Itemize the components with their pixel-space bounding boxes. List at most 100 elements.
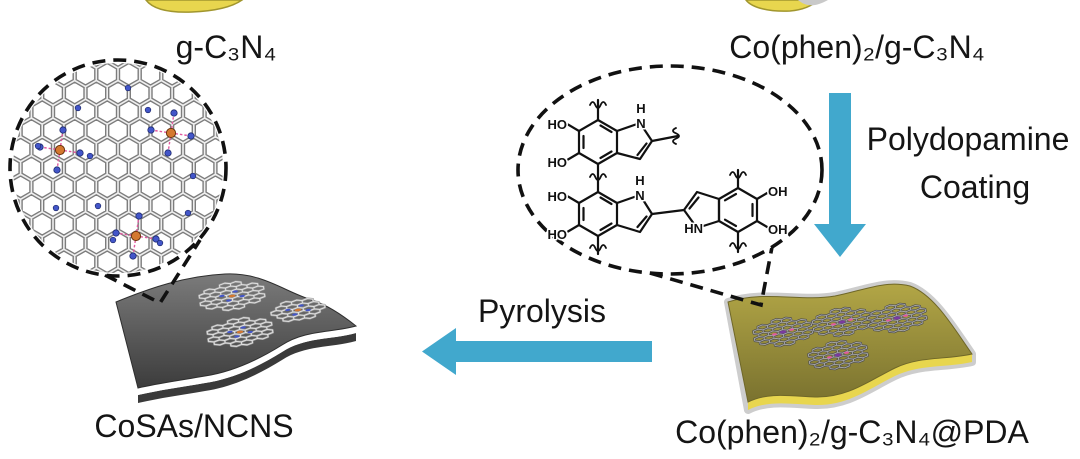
nitrogen-atom [59, 126, 67, 134]
nitrogen-atom [903, 314, 908, 317]
cobalt-complex-center [838, 320, 846, 324]
co-phen-g-c3n4-pda-label: Co(phen)₂/g-C₃N₄@PDA [675, 414, 1029, 450]
cobalt-atom [228, 294, 236, 298]
flake-rods-highlight [752, 314, 814, 349]
nitrogen-atom [129, 252, 137, 260]
nitrogen-atom [184, 209, 192, 217]
nitrogen-atom [135, 212, 143, 220]
nitrogen-atom [109, 236, 117, 244]
nitrogen-atom [219, 294, 225, 298]
nitrogen-atom [74, 104, 82, 112]
cobalt-atom [54, 144, 66, 156]
flake-rods-highlight [807, 337, 869, 372]
amine-n-label: N [635, 188, 644, 203]
sheet-fragment-edge [798, 0, 828, 6]
coating-label: Coating [920, 169, 1030, 205]
sheet-middle-layer [138, 326, 356, 395]
polydopamine-structure: HO HO H N HO HO H N HN OH OH [546, 98, 789, 256]
co-phen-complex [866, 300, 928, 335]
nitrogen-atom [305, 308, 311, 312]
honeycomb-lattice [13, 63, 223, 273]
nitrogen-atom [886, 319, 891, 322]
nitrogen-atom [831, 323, 836, 326]
amine-h-label: H [635, 173, 644, 188]
flake-rods-highlight [811, 304, 873, 339]
co-n-coordination-bond [56, 149, 61, 171]
cosas-ncns-label: CoSAs/NCNS [94, 408, 293, 444]
co-n-coordination-bond [39, 146, 61, 151]
hydroxyl-label: HO [548, 189, 568, 204]
co-n-coordination-bond [59, 129, 64, 151]
nitrogen-atom [147, 126, 155, 134]
nitrogen-atom [247, 330, 253, 334]
nitrogen-atom [292, 313, 298, 316]
nitrogen-atom [94, 202, 102, 210]
cobalt-complex-center [834, 353, 842, 357]
hydroxyl-label: HO [548, 117, 568, 132]
hydroxyl-bonds [566, 195, 581, 233]
nitrogen-atom [232, 290, 238, 293]
co-phen-g-c3n4-label: Co(phen)₂/g-C₃N₄ [729, 29, 984, 65]
nitrogen-atom [52, 204, 60, 212]
lattice-rods-highlight [13, 63, 223, 273]
nitrogen-atom [156, 239, 164, 247]
nitrogen-atom [86, 152, 94, 160]
pyrolysis-arrow-left [422, 328, 652, 375]
nitrogen-atom [844, 351, 849, 354]
nitrogen-atom [285, 308, 291, 312]
cobalt-atom [130, 230, 142, 242]
indole-unit-lower: HO HO H N [546, 172, 686, 256]
co-n-coordination-bond [115, 232, 137, 237]
pda-callout-ellipse [516, 64, 824, 276]
nitrogen-atom [53, 166, 61, 174]
nitrogen-atom [164, 149, 172, 157]
hydroxyl-label: OH [768, 184, 788, 199]
co-n-coordination-bond [170, 112, 175, 134]
cobalt-atom [165, 127, 177, 139]
g-c3n4-sheet-fragment [145, 0, 244, 13]
co-phen-complex [752, 314, 814, 349]
graphene-flake [206, 314, 274, 350]
amine-h-label: H [636, 101, 645, 116]
cobalt-complex-center [893, 316, 901, 320]
co-n-coordination-bond [132, 235, 137, 257]
cobalt-atom [236, 330, 244, 334]
indole-unit-upper: HO HO H N [546, 98, 680, 194]
nitrogen-atom [112, 229, 120, 237]
co-n-coordination-bond [135, 235, 157, 240]
nitrogen-atom [789, 328, 794, 331]
nitrogen-atom [189, 172, 197, 180]
nitrogen-atom [239, 294, 245, 298]
cosas-lattice-zoom [13, 63, 223, 273]
polymer-link-bonds [596, 98, 680, 194]
cosas-ncns-sheet [115, 273, 358, 403]
nitrogen-atom [234, 335, 240, 338]
cobalt-atom [294, 308, 302, 312]
sheet-bottom-layer [138, 333, 356, 403]
flake-rods-highlight [206, 314, 274, 350]
hydroxyl-bonds [566, 123, 581, 161]
left-callout-tail [104, 239, 202, 306]
polydopamine-label: Polydopamine [867, 121, 1070, 157]
co-n-coordination-bond [167, 132, 172, 154]
pda-callout-background [518, 66, 822, 274]
co-phen-complexes-layer [752, 300, 928, 372]
co-phen-complex [807, 337, 869, 372]
nitrogen-atom [187, 132, 195, 140]
graphene-flake [270, 296, 327, 323]
coating-arrow-down [814, 93, 866, 257]
nitrogen-atom [298, 304, 304, 307]
hydroxyl-label: OH [768, 222, 788, 237]
wavy-bond-icon [589, 101, 680, 181]
nitrogen-atom [772, 333, 777, 336]
pyrolysis-label: Pyrolysis [478, 293, 606, 329]
nitrogen-atom [170, 109, 178, 117]
wavy-bond-icon [729, 171, 747, 250]
nitrogen-atom [152, 235, 160, 243]
hydroxyl-label: HO [548, 227, 568, 242]
g-c3n4-edge-layer [748, 354, 972, 410]
co-n-coordination-bond [59, 149, 81, 154]
flake-rods-highlight [866, 300, 928, 335]
indole-unit-right: HN OH OH [683, 168, 789, 254]
nitrogen-atom [848, 318, 853, 321]
